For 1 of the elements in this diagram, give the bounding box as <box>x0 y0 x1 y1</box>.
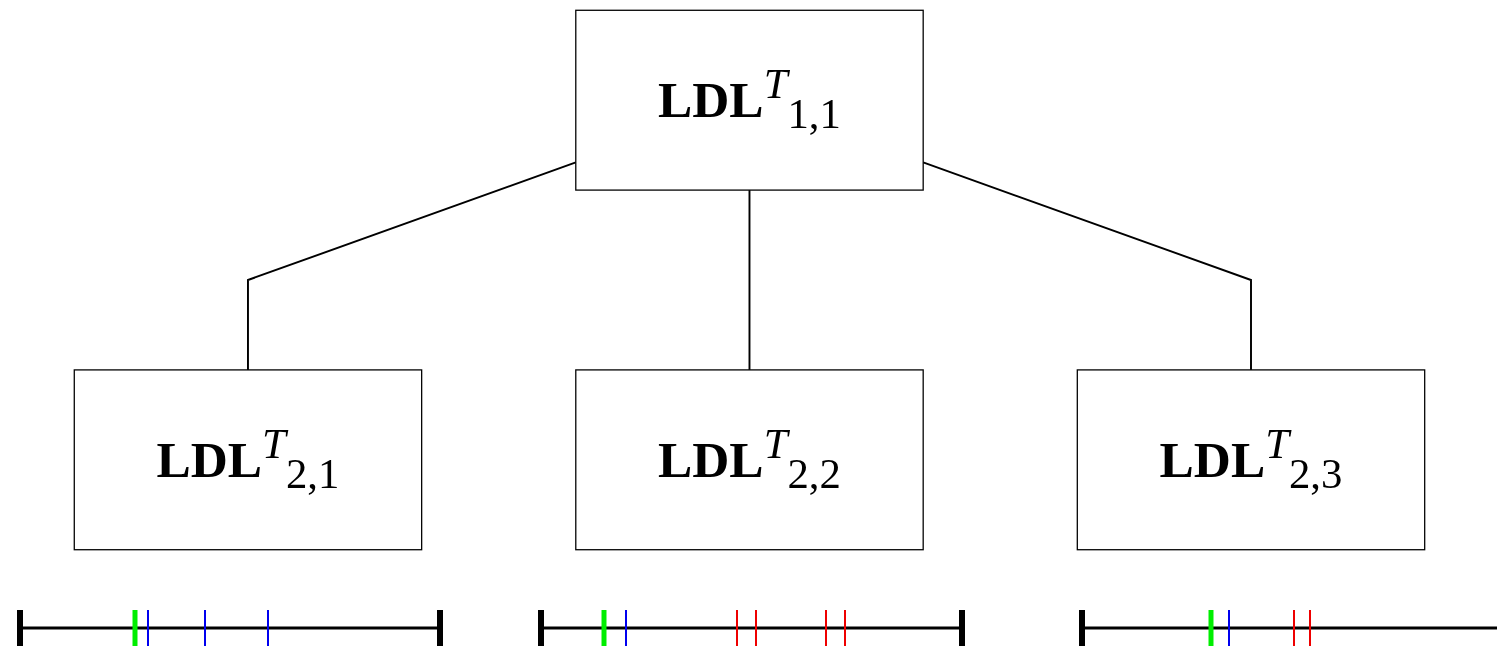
connector <box>748 189 750 371</box>
